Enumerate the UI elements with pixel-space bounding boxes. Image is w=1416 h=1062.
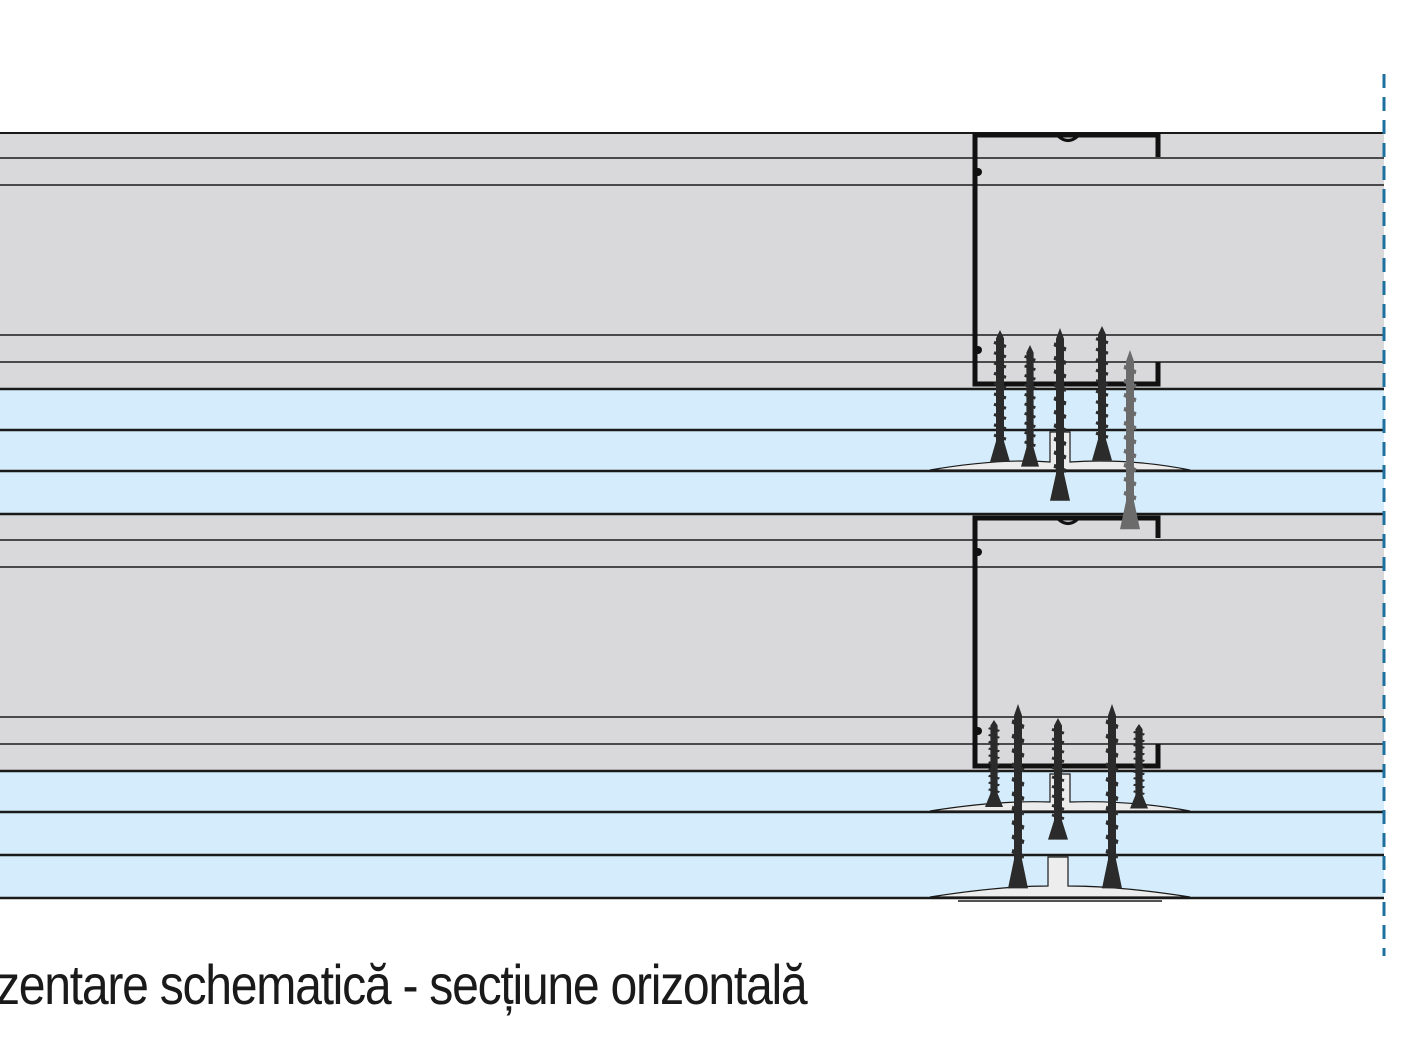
grey-board-lower <box>0 514 1384 771</box>
layer-lines <box>0 132 1384 900</box>
diagram-caption: zentare schematică - secțiune orizontală <box>0 953 808 1016</box>
blue-board-upper-2 <box>0 430 1384 471</box>
c-profile-stud-upper <box>972 132 1161 387</box>
blue-board-lower-1 <box>0 771 1384 812</box>
blue-board-upper-1 <box>0 389 1384 430</box>
blue-board-upper-3 <box>0 471 1384 514</box>
blue-board-lower-3 <box>0 855 1384 898</box>
board-layers <box>0 133 1384 898</box>
blue-board-lower-2 <box>0 812 1384 855</box>
grey-board-upper <box>0 133 1384 389</box>
c-profile-stud-lower <box>972 515 1161 769</box>
